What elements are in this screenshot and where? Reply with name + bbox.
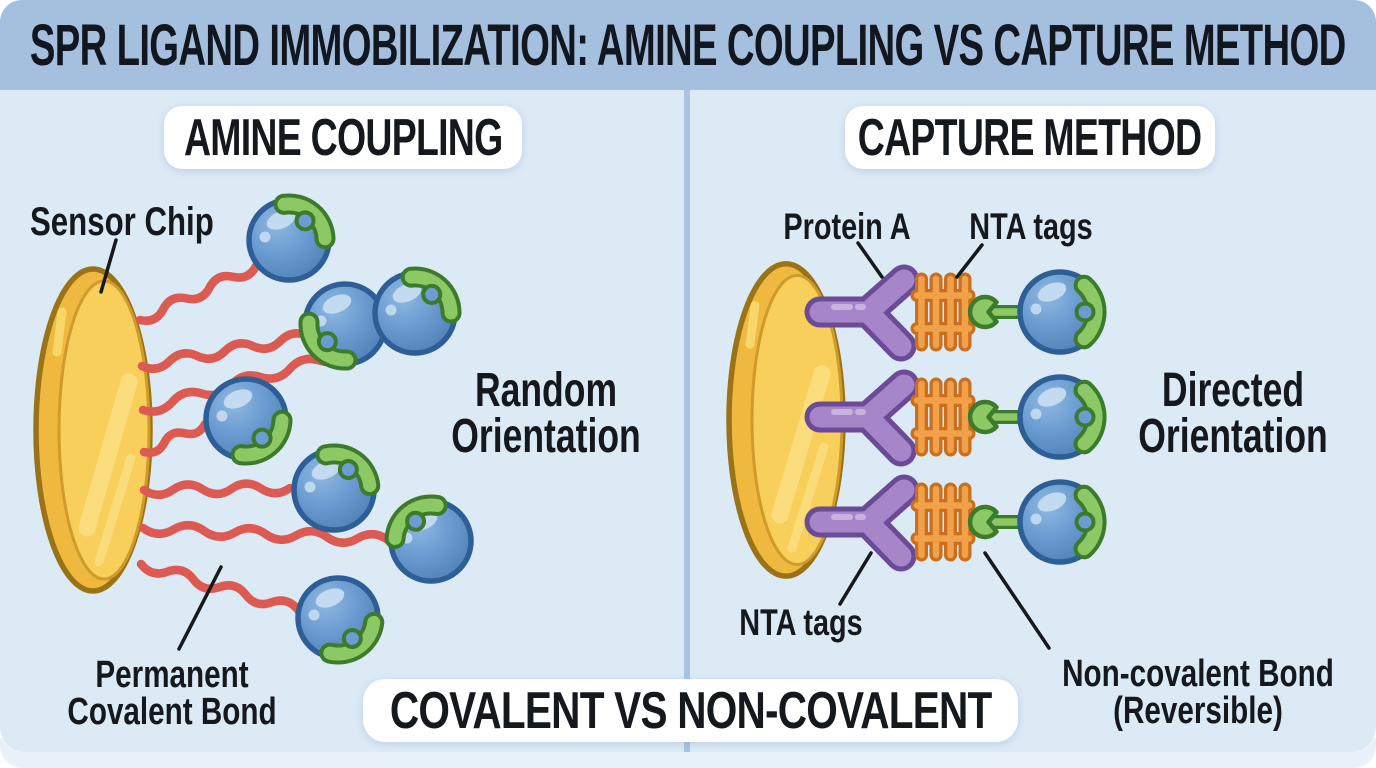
banner-text: COVALENT VS NON-COVALENT xyxy=(389,681,992,740)
capture-method-heading-pill: CAPTURE METHOD xyxy=(845,106,1215,169)
sensor-chip-label: Sensor Chip xyxy=(30,200,214,244)
covalent-vs-noncovalent-banner: COVALENT VS NON-COVALENT xyxy=(363,679,1018,742)
nta-tags-bottom-label: NTA tags xyxy=(739,602,863,643)
panel-divider xyxy=(684,90,690,752)
nta-tags-top-label: NTA tags xyxy=(969,206,1093,247)
directed-orientation-label: Directed Orientation xyxy=(1138,364,1328,463)
amine-coupling-heading: AMINE COUPLING xyxy=(183,108,503,167)
random-orientation-label: Random Orientation xyxy=(451,364,641,463)
page-title: SPR LIGAND IMMOBILIZATION: AMINE COUPLIN… xyxy=(30,12,1346,78)
title-bar: SPR LIGAND IMMOBILIZATION: AMINE COUPLIN… xyxy=(0,0,1376,90)
amine-coupling-heading-pill: AMINE COUPLING xyxy=(164,106,522,169)
protein-a-label: Protein A xyxy=(783,206,911,247)
noncovalent-bond-label: Non-covalent Bond (Reversible) xyxy=(1062,653,1334,732)
permanent-covalent-bond-label: Permanent Covalent Bond xyxy=(67,654,277,733)
capture-method-heading: CAPTURE METHOD xyxy=(858,108,1202,167)
